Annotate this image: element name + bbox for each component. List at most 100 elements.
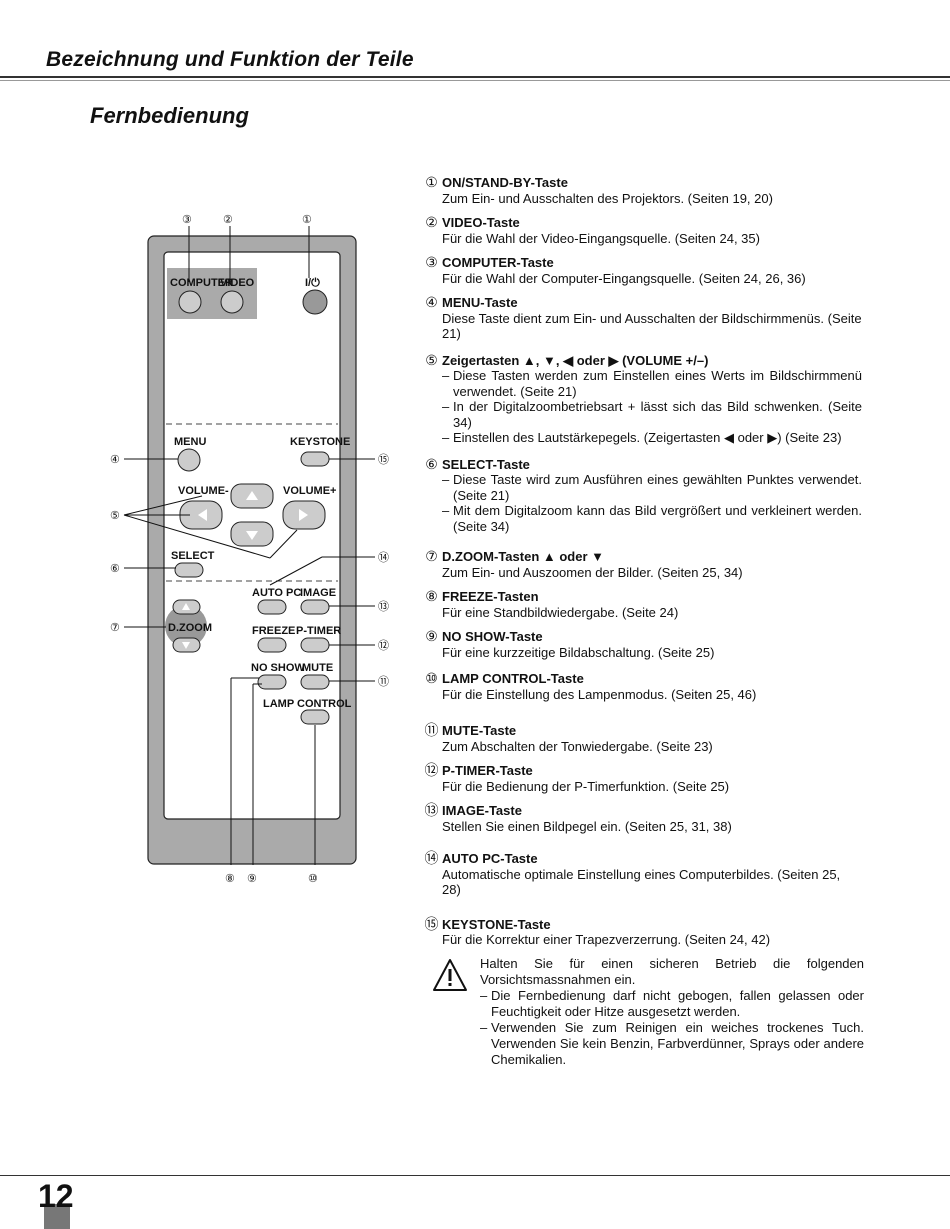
mute-button — [300, 674, 330, 690]
lamp-control-button — [300, 709, 330, 725]
caution-intro: Halten Sie für einen sicheren Betrieb di… — [480, 956, 864, 987]
item-title: Zeigertasten ▲, ▼, ◀ oder ▶ (VOLUME +/–) — [442, 352, 709, 368]
item-title: AUTO PC-Taste — [442, 851, 538, 866]
item-description: Automatische optimale Einstellung eines … — [442, 866, 841, 898]
item-description: Zum Ein- und Ausschalten des Projektors.… — [442, 190, 773, 206]
item-number: ⑮ — [424, 915, 439, 932]
section-title: Fernbedienung — [90, 103, 249, 128]
power-button — [302, 289, 328, 315]
mute-label: MUTE — [302, 662, 333, 674]
freeze-label: FREEZE — [252, 625, 295, 637]
ptimer-button — [300, 637, 330, 653]
callout-4: ④ — [110, 454, 120, 466]
image-button — [300, 599, 330, 615]
item-bullets: Diese Tasten werden zum Einstellen eines… — [442, 368, 862, 446]
item-title: VIDEO-Taste — [442, 215, 520, 230]
item-title: D.ZOOM-Tasten ▲ oder ▼ — [442, 549, 604, 564]
item-title: LAMP CONTROL-Taste — [442, 671, 584, 686]
volume-plus-label: VOLUME+ — [283, 485, 336, 497]
computer-button — [178, 290, 202, 314]
item-description: Zum Abschalten der Tonwiedergabe. (Seite… — [442, 738, 713, 754]
item-bullet: Diese Tasten werden zum Einstellen eines… — [442, 368, 862, 399]
keystone-label: KEYSTONE — [290, 436, 350, 448]
item-bullets: Diese Taste wird zum Ausführen eines gew… — [442, 472, 862, 534]
caution-bullets: Die Fernbedienung darf nicht gebogen, fa… — [480, 988, 864, 1068]
item-description: Für die Wahl der Computer-Eingangsquelle… — [442, 270, 806, 286]
item-number: ⑫ — [424, 762, 439, 778]
item-title: MUTE-Taste — [442, 723, 517, 738]
item-title: FREEZE-Tasten — [442, 589, 539, 604]
item-number: ⑬ — [424, 802, 439, 818]
item-number: ⑦ — [425, 548, 438, 564]
item-description: Für die Bedienung der P-Timerfunktion. (… — [442, 778, 730, 794]
item-description: Diese Taste dient zum Ein- und Ausschalt… — [442, 310, 862, 342]
footer-rule — [0, 1175, 950, 1176]
item-number: ⑨ — [425, 628, 438, 644]
power-label: I/⏻ — [305, 276, 320, 289]
item-title: KEYSTONE-Taste — [442, 916, 551, 932]
item-bullet: In der Digitalzoombetriebsart + lässt si… — [442, 399, 862, 430]
item-title: SELECT-Taste — [442, 456, 530, 472]
select-label: SELECT — [171, 550, 215, 562]
item-number: ⑥ — [425, 455, 438, 472]
computer-label: COMPUTER — [170, 277, 233, 289]
item-title: IMAGE-Taste — [442, 803, 522, 818]
callout-12: ⑫ — [378, 639, 389, 652]
item-description: Stellen Sie einen Bildpegel ein. (Seiten… — [442, 818, 732, 834]
callout-11: ⑪ — [378, 675, 389, 688]
caution-notice: Halten Sie für einen sicheren Betrieb di… — [432, 956, 864, 1068]
auto-pc-label: AUTO PC — [252, 587, 301, 599]
callout-6: ⑥ — [110, 563, 120, 575]
item-number: ③ — [425, 254, 438, 270]
callout-7: ⑦ — [110, 622, 120, 634]
select-button — [174, 562, 204, 578]
item-title: MENU-Taste — [442, 295, 518, 310]
item-number: ⑪ — [424, 722, 439, 738]
no-show-label: NO SHOW — [251, 662, 305, 674]
item-number: ⑤ — [425, 351, 438, 368]
callout-10: ⑩ — [308, 873, 318, 885]
video-label: VIDEO — [220, 277, 255, 289]
item-description: Für die Wahl der Video-Eingangsquelle. (… — [442, 230, 760, 246]
item-title: NO SHOW-Taste — [442, 629, 543, 644]
item-description: Für eine Standbildwiedergabe. (Seite 24) — [442, 604, 679, 620]
callout-14: ⑭ — [378, 551, 389, 564]
callout-15: ⑮ — [378, 453, 389, 466]
ptimer-label: P-TIMER — [296, 625, 341, 637]
warning-icon — [433, 959, 467, 991]
callout-1: ① — [302, 214, 312, 226]
callout-9: ⑨ — [247, 873, 257, 885]
item-title: P-TIMER-Taste — [442, 763, 533, 778]
item-title: COMPUTER-Taste — [442, 255, 554, 270]
video-button — [220, 290, 244, 314]
source-panel — [167, 268, 257, 319]
callout-13: ⑬ — [378, 600, 389, 613]
page-number: 12 — [38, 1178, 74, 1214]
header-rule-thin — [0, 80, 950, 81]
item-number: ② — [425, 214, 438, 230]
callout-3: ③ — [182, 214, 192, 226]
image-label: IMAGE — [300, 587, 336, 599]
page-tab-marker — [44, 1204, 70, 1229]
item-description: Für eine kurzzeitige Bildabschaltung. (S… — [442, 644, 715, 660]
dzoom-label: D.ZOOM — [168, 622, 212, 634]
dzoom-pad — [165, 605, 207, 647]
item-description: Für die Einstellung des Lampenmodus. (Se… — [442, 686, 757, 702]
menu-label: MENU — [174, 436, 206, 448]
item-title: ON/STAND-BY-Taste — [442, 175, 568, 190]
caution-bullet: Die Fernbedienung darf nicht gebogen, fa… — [480, 988, 864, 1020]
item-number: ⑧ — [425, 588, 438, 604]
